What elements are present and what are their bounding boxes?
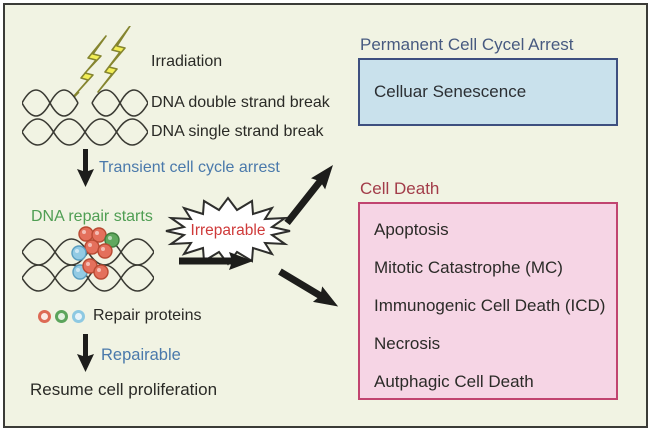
dsb-label: DNA double strand break: [151, 94, 330, 111]
down-arrow-icon: [77, 334, 94, 372]
diagonal-arrow-down-icon: [278, 268, 339, 307]
irreparable-label: Irreparable: [190, 222, 266, 239]
death-item-necrosis: Necrosis: [374, 334, 441, 353]
death-item-mitotic-catastrophe: Mitotic Catastrophe (MC): [374, 258, 563, 277]
cell-death-heading: Cell Death: [360, 179, 440, 198]
senescence-box: Celluar Senescence: [358, 58, 618, 126]
starburst-icon: [165, 196, 291, 266]
ssb-label: DNA single strand break: [151, 123, 324, 140]
repair-protein-dot-icon: [55, 309, 68, 323]
dna-double-strand-break-icon: [22, 89, 148, 117]
death-item-apoptosis: Apoptosis: [374, 220, 449, 239]
death-item-immunogenic-cell-death: Immunogenic Cell Death (ICD): [374, 296, 606, 315]
dna-repair-strand1-icon: [22, 226, 154, 266]
irreparable-burst: Irreparable: [162, 195, 294, 267]
transient-arrest-label: Transient cell cycle arrest: [99, 159, 280, 176]
diagonal-arrow-up-icon: [284, 165, 333, 226]
down-arrow-icon: [77, 149, 94, 187]
senescence-label: Celluar Senescence: [374, 82, 527, 101]
right-arrow-icon: [179, 252, 253, 270]
irradiation-label: Irradiation: [151, 53, 223, 70]
death-item-autophagic-cell-death: Autphagic Cell Death: [374, 372, 534, 391]
dna-single-strand-break-icon: [22, 118, 148, 146]
repairable-label: Repairable: [101, 346, 181, 364]
dna-repair-strand2-icon: [22, 258, 154, 292]
repair-proteins-label: Repair proteins: [93, 307, 202, 324]
lightning-bolt-icon: [73, 26, 131, 98]
repair-proteins-legend: Repair proteins: [38, 307, 202, 325]
permanent-arrest-heading: Permanent Cell Cycel Arrest: [360, 35, 574, 54]
cell-death-box: Apoptosis Mitotic Catastrophe (MC) Immun…: [358, 202, 618, 400]
repair-protein-dot-icon: [72, 309, 85, 323]
resume-proliferation-label: Resume cell proliferation: [30, 380, 218, 399]
repair-protein-dot-icon: [38, 309, 51, 323]
repair-starts-label: DNA repair starts: [31, 208, 153, 225]
